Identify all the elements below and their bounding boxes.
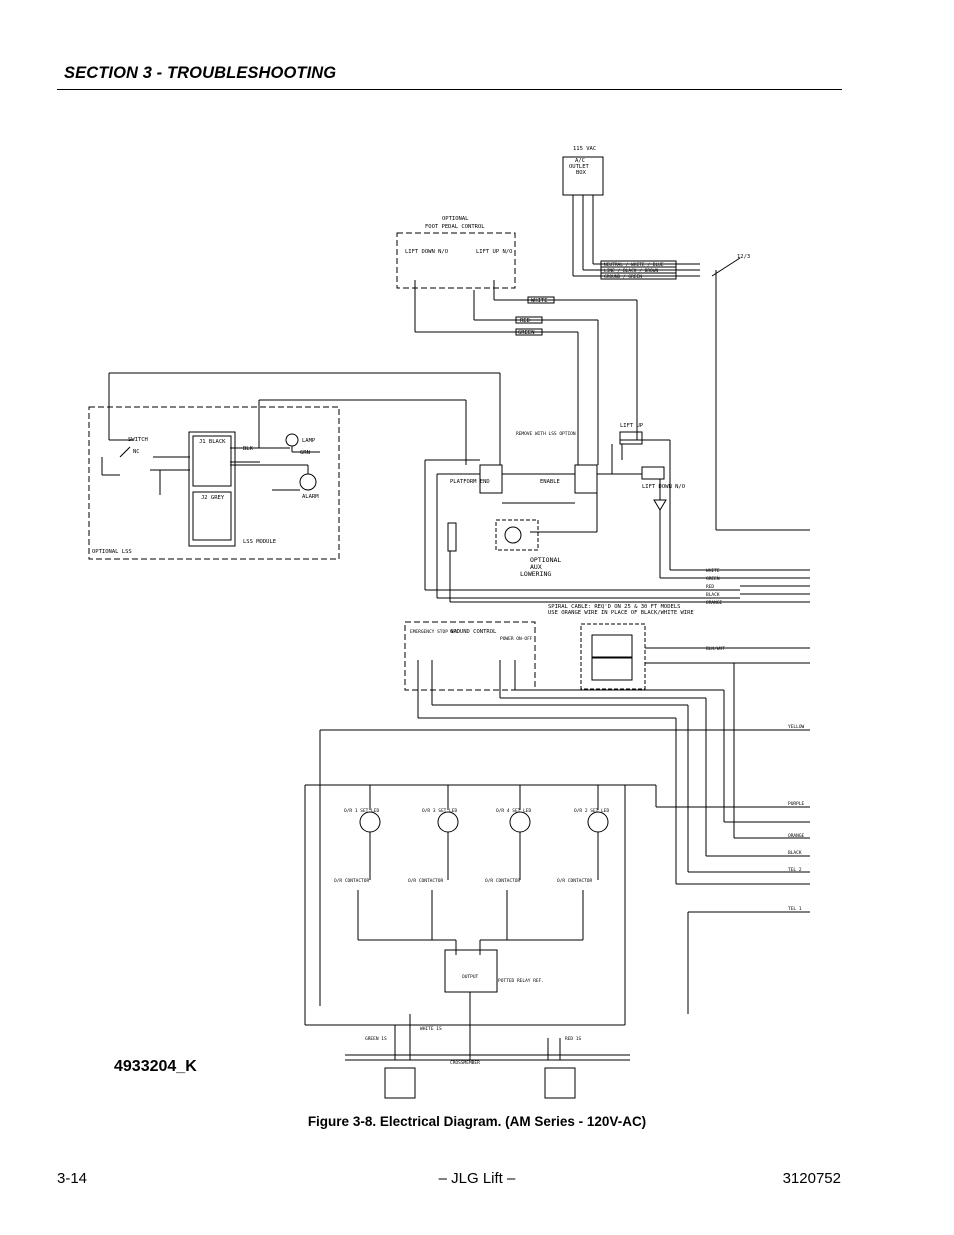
label-j1-black: J1 BLACK [199, 439, 226, 445]
label-foot-pedal-1: OPTIONAL [442, 216, 469, 222]
header-rule [57, 89, 842, 90]
label-lift-down-no: LIFT DOWN N/O [405, 249, 448, 255]
label-lift-up-no: LIFT UP N/O [476, 249, 512, 255]
label-blk: BLK [243, 446, 254, 452]
ground-control-box [404, 621, 536, 691]
section-title: SECTION 3 - TROUBLESHOOTING [64, 64, 337, 82]
label-foot-pedal-2: FOOT PEDAL CONTROL [425, 224, 485, 230]
label-cable: 12/3 [737, 254, 750, 260]
label-green-1s: GREEN 1S [365, 1036, 387, 1042]
label-green: GREEN [518, 330, 535, 336]
label-led-2: O/R 2 SET LED [574, 808, 610, 814]
label-remove-with-lss: REMOVE WITH LSS OPTION [516, 431, 576, 437]
label-j2-grey: J2 GREY [201, 495, 225, 501]
label-outlet-1: A/C [575, 158, 585, 164]
optional-lss-box [88, 406, 340, 560]
label-red: RED [520, 318, 530, 324]
label-optional-lss: OPTIONAL LSS [92, 549, 132, 555]
label-lift-up: LIFT UP [620, 423, 644, 429]
label-tel2: TEL 2 [788, 867, 802, 873]
label-vac: 115 VAC [573, 146, 596, 152]
label-outlet-3: BOX [576, 170, 587, 176]
label-platform-end: PLATFORM END [450, 479, 490, 485]
label-led-3: O/R 3 SET LED [422, 808, 458, 814]
label-power-on-off: POWER ON-OFF [500, 636, 533, 642]
label-orange: ORANGE [788, 833, 805, 839]
figure-caption: Figure 3-8. Electrical Diagram. (AM Seri… [307, 1114, 647, 1129]
label-black: BLACK [788, 850, 802, 856]
label-yellow: YELLOW [788, 724, 805, 730]
label-ground-control: GROUND CONTROL [450, 629, 497, 635]
label-aux-3: LOWERING [520, 570, 551, 578]
label-blk-wht: BLK/WHT [706, 646, 725, 652]
label-wire-green: GREEN [706, 576, 720, 582]
label-white: WHITE [531, 298, 548, 304]
label-output: OUTPUT [462, 974, 479, 980]
label-potted-relay: POTTED RELAY REF. [498, 978, 544, 984]
label-lss-module: LSS MODULE [243, 539, 276, 545]
label-grn: GRN [300, 450, 310, 456]
label-spiral-1: SPIRAL CABLE: REQ'D ON 25 & 30 FT MODELS [548, 604, 680, 610]
label-lamp: LAMP [302, 438, 316, 444]
label-alarm: ALARM [302, 494, 319, 500]
label-nc: NC [133, 449, 140, 455]
label-aux-1: OPTIONAL [530, 556, 561, 564]
label-contactor-1: O/R CONTACTOR [334, 878, 370, 884]
page-number: 3-14 [57, 1170, 88, 1187]
label-ground: GROUND / GREEN [604, 274, 642, 280]
label-enable: ENABLE [540, 479, 560, 485]
footer-center: – JLG Lift – [438, 1170, 516, 1187]
potted-relay [444, 949, 498, 993]
label-line: LINE / BLACK / BROWN [604, 268, 658, 274]
label-wire-black: BLACK [706, 592, 720, 598]
label-aux-2: AUX [530, 563, 542, 571]
label-white-1s: WHITE 1S [420, 1026, 442, 1032]
label-neutral: NEUTRAL / WHITE / BLUE [604, 262, 664, 268]
label-contactor-2: O/R CONTACTOR [557, 878, 593, 884]
label-contactor-3: O/R CONTACTOR [408, 878, 444, 884]
label-wire-red: RED [706, 584, 714, 590]
label-tel1: TEL 1 [788, 906, 802, 912]
drawing-id: 4933204_K [114, 1058, 197, 1075]
label-wire-white: WHITE [706, 568, 720, 574]
label-lift-down: LIFT DOWN N/O [642, 484, 685, 490]
label-outlet-2: OUTLET [569, 164, 590, 170]
label-contactor-4: O/R CONTACTOR [485, 878, 521, 884]
label-switch: SWITCH [128, 437, 148, 443]
label-purple: PURPLE [788, 801, 805, 807]
doc-number: 3120752 [782, 1170, 841, 1187]
label-wire-orange: ORANGE [706, 600, 723, 606]
label-red-1s: RED 1S [565, 1036, 582, 1042]
label-led-4: O/R 4 SET LED [496, 808, 532, 814]
label-emergency-stop: EMERGENCY STOP N/C [410, 629, 459, 635]
foot-pedal-box [396, 232, 516, 289]
label-led-1: O/R 1 SET LED [344, 808, 380, 814]
label-spiral-2: USE ORANGE WIRE IN PLACE OF BLACK/WHITE … [548, 610, 694, 616]
label-crossmember: CROSSMEMBER [450, 1060, 480, 1066]
